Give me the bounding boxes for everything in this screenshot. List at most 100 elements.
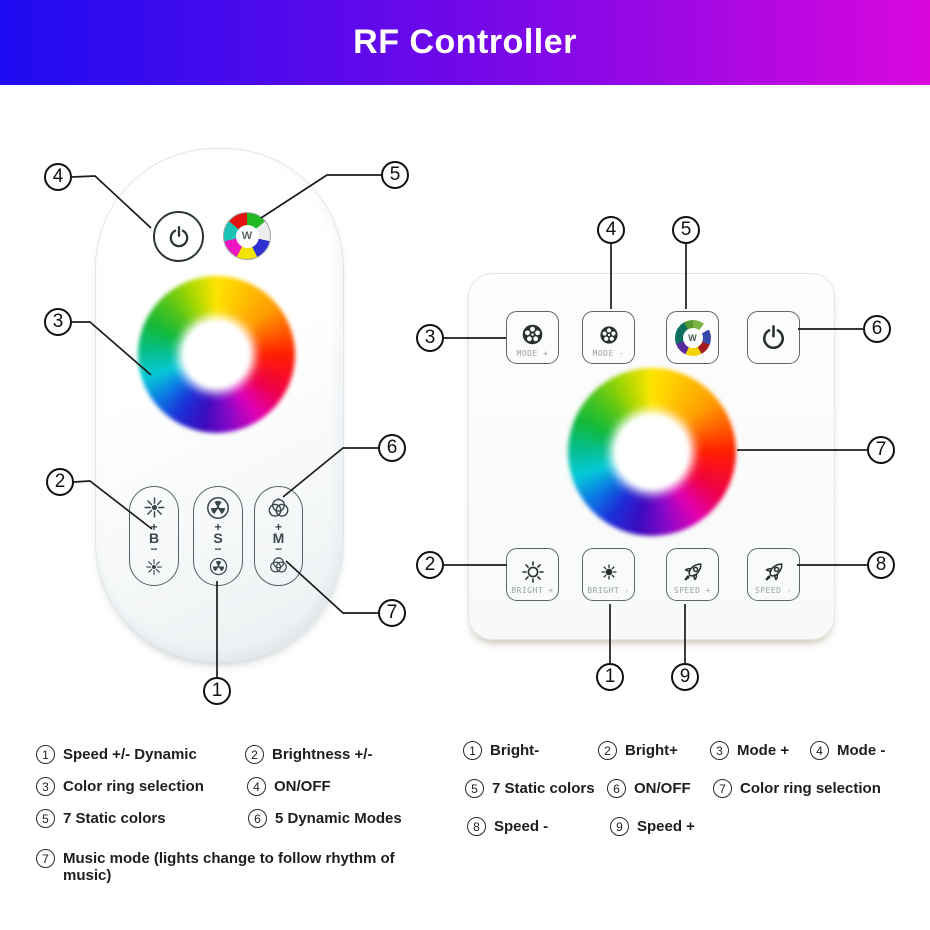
legend-number: 3 [36, 777, 55, 796]
color-wheel-icon: W [674, 319, 711, 356]
legend-item: 1 Bright- [463, 741, 539, 760]
fan-icon [206, 496, 230, 520]
legend-label: Bright- [490, 742, 540, 759]
plus-label: + [274, 519, 282, 534]
legend-item: 7 Music mode (lights change to follow rh… [36, 849, 408, 884]
panel-speed-plus-button: SPEED + [666, 548, 719, 601]
rocket-icon [680, 559, 706, 585]
legend-item: 3 Color ring selection [36, 777, 204, 796]
legend-number: 1 [463, 741, 482, 760]
remote-brightness-buttons: + B − [129, 486, 179, 586]
callout-remote-1: 1 [203, 677, 231, 705]
callout-panel-2: 2 [416, 551, 444, 579]
led-reel-icon [520, 322, 545, 347]
remote-mode-buttons: + M − [254, 486, 303, 586]
panel-bright-plus-button: BRIGHT + [506, 548, 559, 601]
legend-label: 7 Static colors [492, 780, 595, 797]
minus-label: − [150, 542, 158, 556]
legend-number: 2 [245, 745, 264, 764]
speed-label-stack: + S − [213, 520, 223, 556]
callout-panel-1: 1 [596, 663, 624, 691]
legend-label: Speed + [637, 818, 695, 835]
color-wheel-w-label: W [682, 327, 703, 348]
legend-item: 5 7 Static colors [36, 809, 166, 828]
legend-number: 2 [598, 741, 617, 760]
callout-remote-3: 3 [44, 308, 72, 336]
callout-panel-7: 7 [867, 436, 895, 464]
bright-minus-label: BRIGHT - [587, 586, 630, 595]
legend-item: 2 Brightness +/- [245, 745, 372, 764]
legend-label: 5 Dynamic Modes [275, 810, 402, 827]
legend-number: 4 [810, 741, 829, 760]
panel-mode-plus-button: MODE + [506, 311, 559, 364]
speed-plus-label: SPEED + [673, 586, 712, 595]
legend-number: 5 [465, 779, 484, 798]
remote-color-wheel-button: W [223, 212, 271, 260]
legend-label: ON/OFF [634, 780, 691, 797]
callout-panel-8: 8 [867, 551, 895, 579]
mode-minus-label: MODE - [592, 349, 625, 358]
legend-number: 3 [710, 741, 729, 760]
brightness-label-stack: + B − [148, 520, 160, 556]
legend-label: Bright+ [625, 742, 678, 759]
callout-remote-2: 2 [46, 468, 74, 496]
plus-label: + [150, 520, 158, 534]
minus-label: − [214, 542, 222, 556]
remote-power-button [153, 211, 204, 262]
rgb-circles-icon-small [268, 555, 289, 576]
legend-label: ON/OFF [274, 778, 331, 795]
legend-label: 7 Static colors [63, 810, 166, 827]
legend-number: 8 [467, 817, 486, 836]
legend-item: 6 ON/OFF [607, 779, 691, 798]
minus-label: − [274, 541, 282, 556]
legend-label: Color ring selection [63, 778, 204, 795]
legend-number: 9 [610, 817, 629, 836]
sun-outline-icon [521, 560, 545, 584]
sun-icon-small [145, 558, 163, 576]
legend-number: 7 [713, 779, 732, 798]
remote-color-ring [138, 276, 295, 433]
mode-plus-label: MODE + [516, 349, 549, 358]
legend-label: Mode + [737, 742, 790, 759]
rocket-icon [761, 559, 787, 585]
rf-remote: W + B − + S − + [95, 148, 344, 662]
legend-number: 1 [36, 745, 55, 764]
power-icon [760, 324, 787, 351]
page-title: RF Controller [353, 23, 577, 61]
color-ring-hole [183, 321, 250, 388]
legend-item: 4 ON/OFF [247, 777, 331, 796]
led-reel-icon [598, 324, 620, 346]
plus-label: + [214, 520, 222, 534]
callout-panel-3: 3 [416, 324, 444, 352]
remote-speed-buttons: + S − [193, 486, 243, 586]
legend-item: 8 Speed - [467, 817, 548, 836]
legend-item: 2 Bright+ [598, 741, 678, 760]
sun-filled-icon [598, 561, 620, 583]
touch-wall-panel: MODE + MODE - W BRIGHT + BRIGHT - SPEED [468, 273, 835, 640]
legend-item: 3 Mode + [710, 741, 789, 760]
m-label: M [272, 529, 285, 546]
legend-item: 6 5 Dynamic Modes [248, 809, 402, 828]
legend-item: 9 Speed + [610, 817, 695, 836]
s-label: S [213, 530, 223, 546]
callout-remote-4: 4 [44, 163, 72, 191]
power-icon [167, 225, 191, 249]
color-ring-hole [615, 415, 689, 489]
legend-label: Mode - [837, 742, 886, 759]
legend-item: 1 Speed +/- Dynamic [36, 745, 197, 764]
panel-color-ring [568, 368, 736, 536]
legend-item: 4 Mode - [810, 741, 885, 760]
legend-number: 4 [247, 777, 266, 796]
panel-speed-minus-button: SPEED - [747, 548, 800, 601]
callout-remote-6: 6 [378, 434, 406, 462]
legend-label: Speed +/- Dynamic [63, 746, 197, 763]
callout-panel-5: 5 [672, 216, 700, 244]
panel-color-wheel-button: W [666, 311, 719, 364]
legend-label: Brightness +/- [272, 746, 373, 763]
b-label: B [148, 530, 160, 546]
bright-plus-label: BRIGHT + [511, 586, 554, 595]
fan-icon-small [209, 557, 228, 576]
legend-number: 6 [248, 809, 267, 828]
legend-number: 6 [607, 779, 626, 798]
